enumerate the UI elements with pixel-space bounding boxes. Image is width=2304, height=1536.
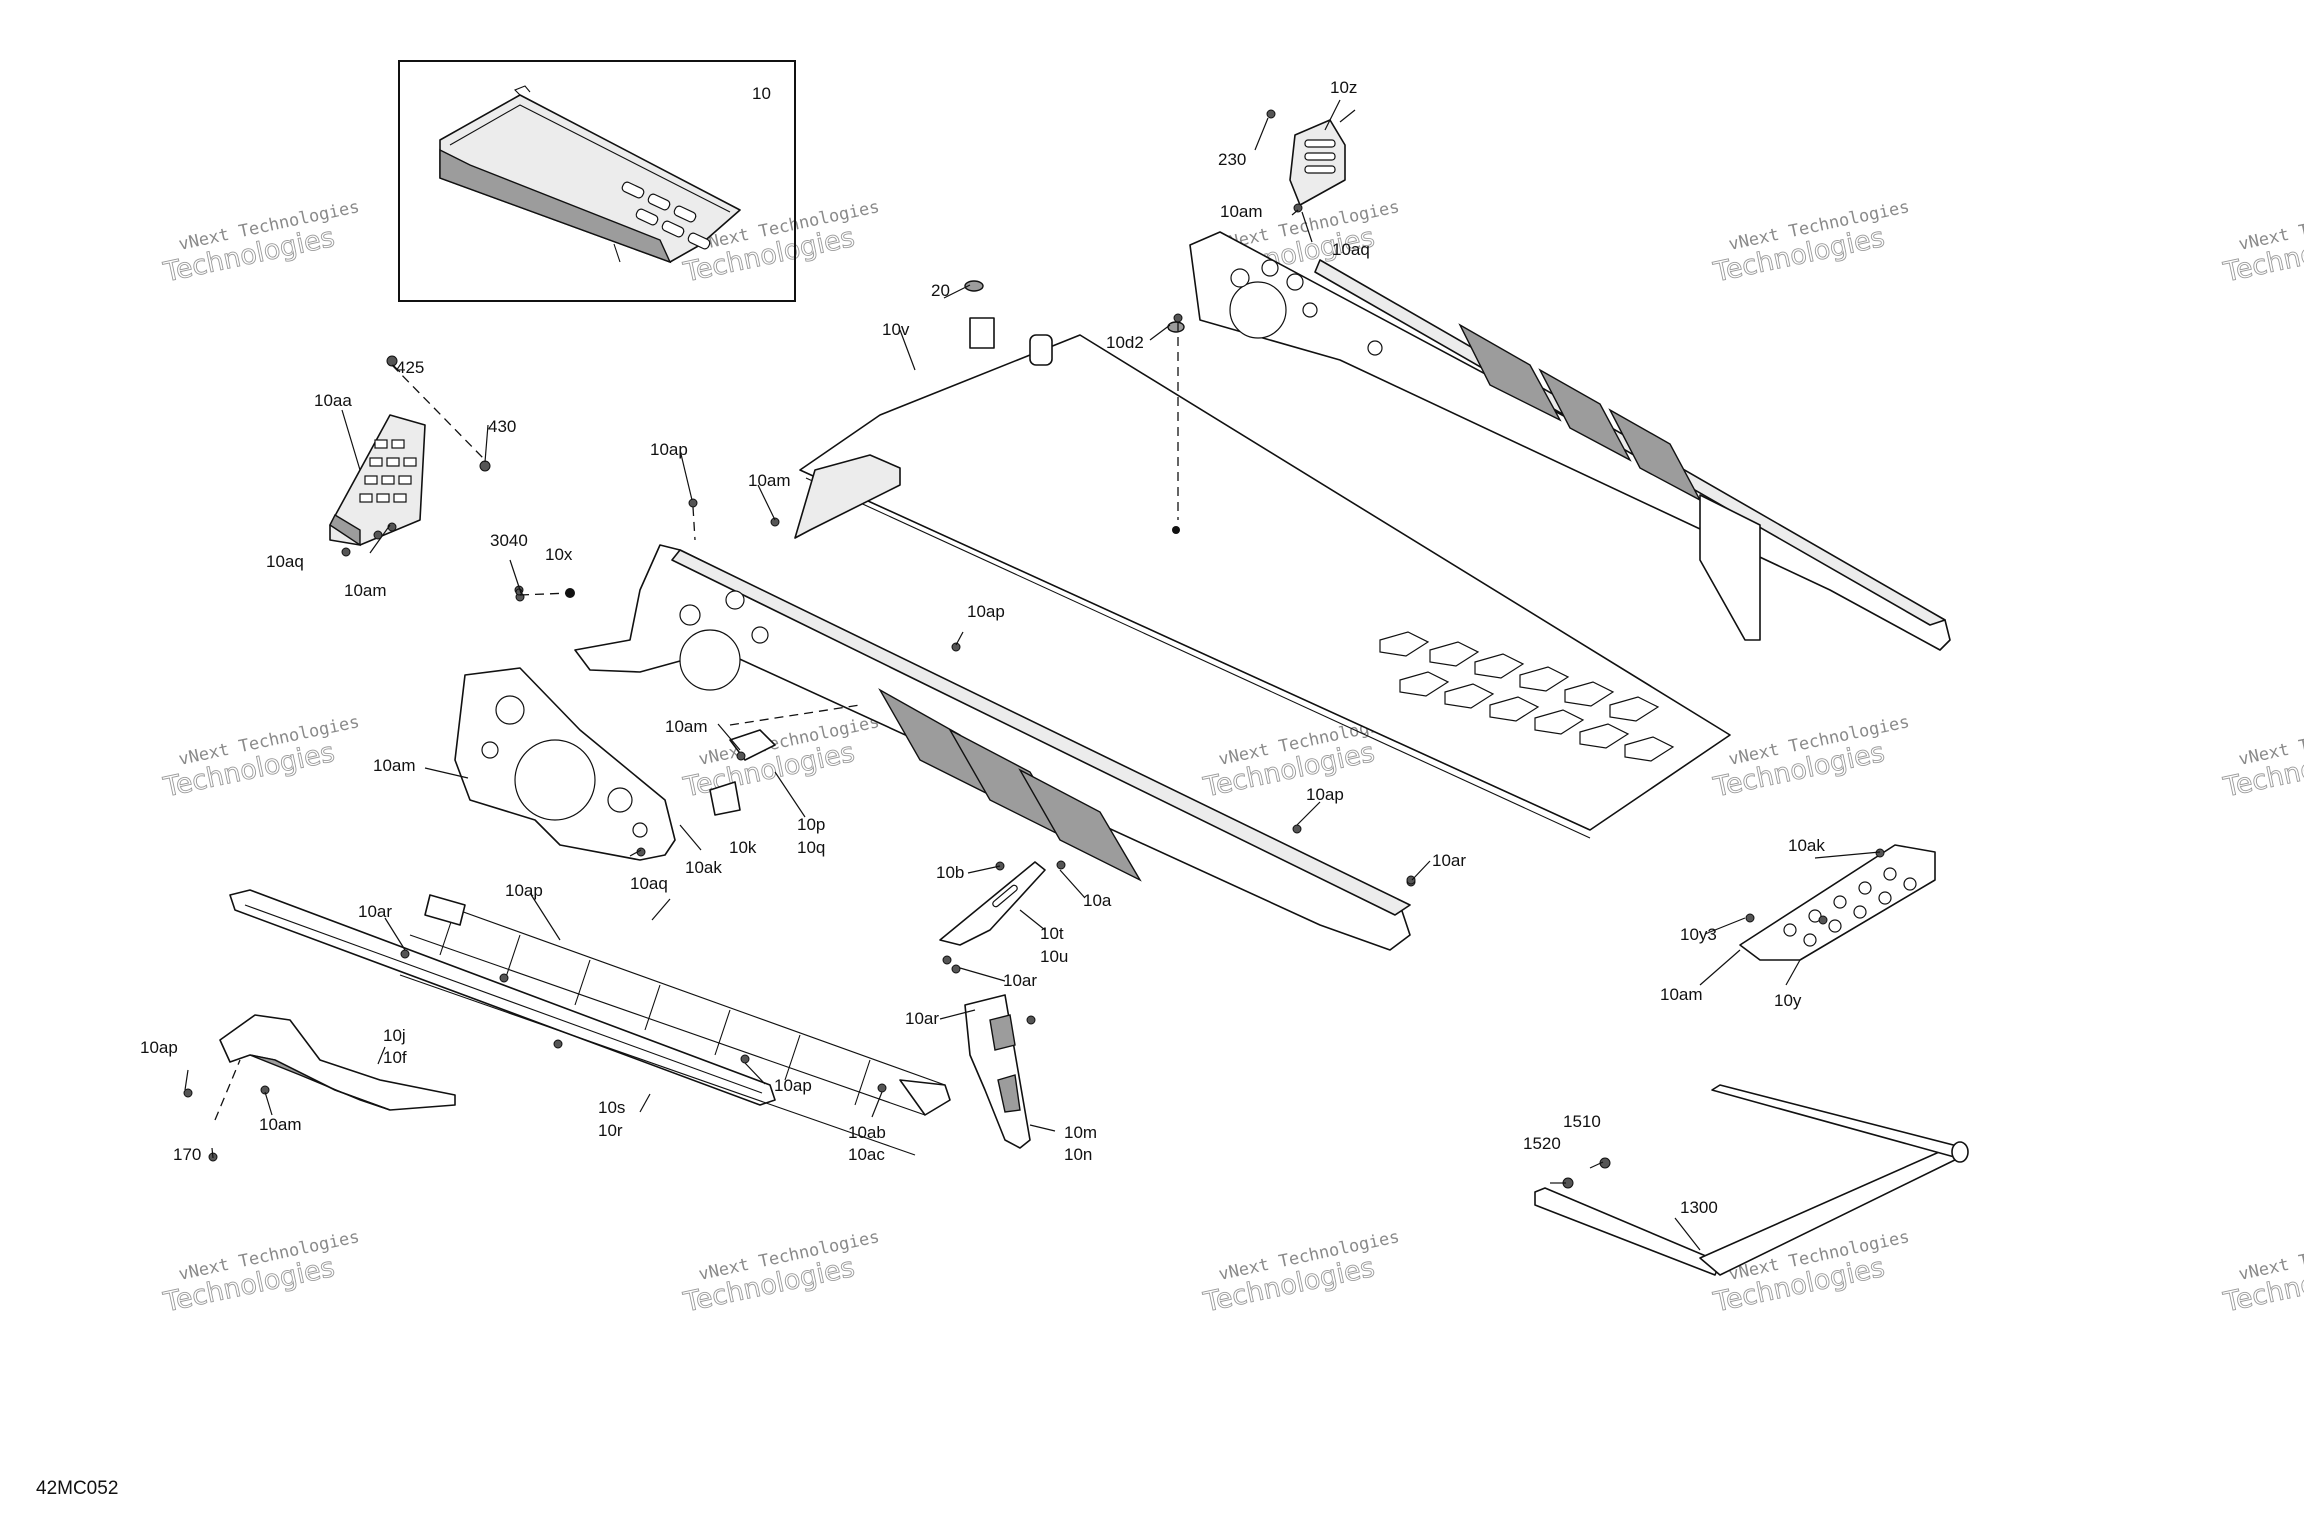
vent-tube (1029, 334, 1053, 366)
callout-230: 230 (1218, 150, 1246, 169)
callout-10aq: 10aq (630, 874, 668, 893)
callout-10n: 10n (1064, 1145, 1092, 1164)
tunnel-side-right (1189, 231, 1951, 651)
support-bracket (219, 1014, 456, 1111)
callout-10am: 10am (665, 717, 708, 736)
callout-10y3: 10y3 (1680, 925, 1717, 944)
inset-frame (398, 60, 796, 302)
callout-430: 430 (488, 417, 516, 436)
front-flap (794, 454, 901, 539)
callout-10p: 10p (797, 815, 825, 834)
callout-1510: 1510 (1563, 1112, 1601, 1131)
callout-10r: 10r (598, 1121, 623, 1140)
callout-10v: 10v (882, 320, 910, 339)
callout-10ap: 10ap (505, 881, 543, 900)
leader-lines (184, 99, 1881, 1251)
callout-10m: 10m (1064, 1123, 1097, 1142)
bumper-arm-right (1711, 1084, 1966, 1159)
callout-10am: 10am (344, 581, 387, 600)
deck-cutouts (1379, 631, 1675, 762)
callout-10ap: 10ap (140, 1038, 178, 1057)
callout-10ap: 10ap (967, 602, 1005, 621)
right-panel-holes (1229, 259, 1383, 356)
callout-10am: 10am (259, 1115, 302, 1134)
callout-10ab: 10ab (848, 1123, 886, 1142)
front-bracket-grid (359, 439, 417, 503)
assembly-lines (214, 322, 1179, 1121)
right-vent-b (1538, 368, 1632, 462)
callout-10ar: 10ar (1003, 971, 1037, 990)
callout-10ar: 10ar (1432, 851, 1466, 870)
callout-10aq: 10aq (1332, 240, 1370, 259)
callout-10ap: 10ap (650, 440, 688, 459)
callout-10y: 10y (1774, 991, 1802, 1010)
grommet-10d2 (1167, 321, 1185, 333)
support-10j (219, 1014, 456, 1111)
callout-425: 425 (396, 358, 424, 377)
callout-10s: 10s (598, 1098, 625, 1117)
callout-3040: 3040 (490, 531, 528, 550)
callout-10am: 10am (748, 471, 791, 490)
callout-10a: 10a (1083, 891, 1112, 910)
callout-10ar: 10ar (905, 1009, 939, 1028)
callout-10q: 10q (797, 838, 825, 857)
inset-tunnel-shadow (439, 148, 672, 264)
callout-10ac: 10ac (848, 1145, 885, 1164)
callout-10: 10 (752, 84, 771, 103)
bracket-10y-holes (1783, 867, 1917, 947)
callout-10ak: 10ak (685, 858, 722, 877)
strap-10t (939, 861, 1046, 946)
grommet-20 (964, 280, 984, 292)
callout-170: 170 (173, 1145, 201, 1164)
callout-20: 20 (931, 281, 950, 300)
callout-10d2: 10d2 (1106, 333, 1144, 352)
running-board-10s (229, 889, 951, 1156)
front-bracket-10aa (329, 414, 426, 547)
assembled-view-inset (398, 60, 796, 302)
callout-10aa: 10aa (314, 391, 352, 410)
tunnel-top-panel (794, 280, 1731, 839)
callout-10j: 10j (383, 1026, 406, 1045)
left-panel-holes (679, 590, 769, 691)
callout-10aq: 10aq (266, 552, 304, 571)
running-board-edge (229, 889, 776, 1106)
tunnel-side-left (574, 544, 1411, 951)
callout-10f: 10f (383, 1048, 407, 1067)
callout-10u: 10u (1040, 947, 1068, 966)
callout-10k: 10k (729, 838, 757, 857)
rear-bracket-plate (1289, 119, 1346, 206)
right-vent-a (1458, 323, 1562, 422)
rear-support-10m (964, 994, 1031, 1149)
callout-labels: 10 10z 230 10am 10aq 10d2 20 10v 425 10a… (140, 78, 1825, 1217)
inset-tunnel-cutouts (621, 181, 711, 250)
rear-bracket-10z (1266, 109, 1346, 206)
callout-10am: 10am (373, 756, 416, 775)
callout-1300: 1300 (1680, 1198, 1718, 1217)
diagram-code: 42MC052 (36, 1478, 118, 1499)
callout-10ar: 10ar (358, 902, 392, 921)
filler-neck (969, 317, 995, 349)
callout-10ak: 10ak (1788, 836, 1825, 855)
callout-10b: 10b (936, 863, 964, 882)
callout-10ap: 10ap (1306, 785, 1344, 804)
drive-side-plate (454, 667, 676, 861)
callout-10z: 10z (1330, 78, 1357, 97)
callout-10am: 10am (1660, 985, 1703, 1004)
rear-bumper-1300 (1534, 1084, 1969, 1276)
callout-10x: 10x (545, 545, 573, 564)
callout-1520: 1520 (1523, 1134, 1561, 1153)
callout-10am: 10am (1220, 202, 1263, 221)
left-vent-c (1018, 768, 1142, 882)
bracket-10y (1739, 844, 1936, 961)
rear-bracket-10z-mount (1699, 494, 1761, 641)
callout-10ap: 10ap (774, 1076, 812, 1095)
callout-10t: 10t (1040, 924, 1064, 943)
